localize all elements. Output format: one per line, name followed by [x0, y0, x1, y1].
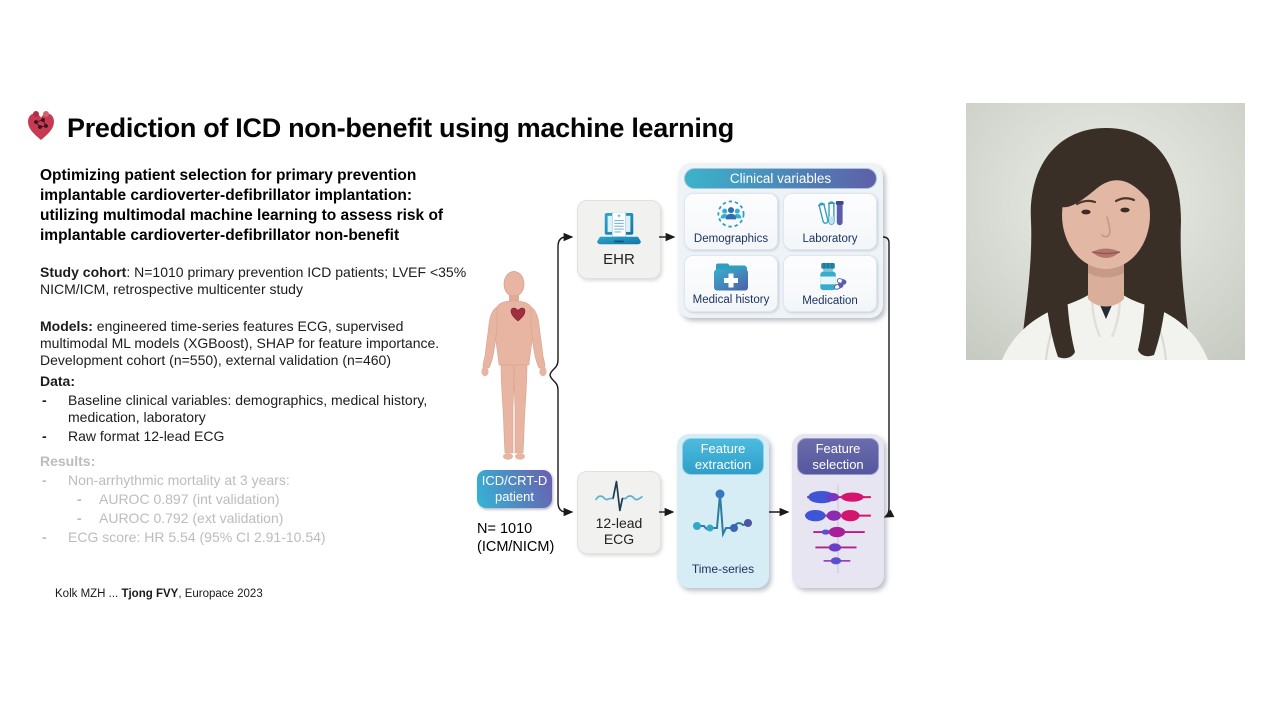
- slide-text-column: Optimizing patient selection for primary…: [40, 166, 470, 548]
- cohort-size-label: N= 1010 (ICM/NICM): [477, 520, 554, 556]
- bullet-dash: -: [77, 510, 82, 526]
- study-cohort-text: Study cohort: N=1010 primary prevention …: [40, 264, 470, 298]
- ehr-box: EHR: [577, 200, 661, 279]
- flow-arrows: [549, 232, 895, 518]
- paper-title-text: Optimizing patient selection for primary…: [40, 167, 444, 244]
- clinical-item-label: Demographics: [693, 232, 769, 245]
- patient-body-figure: [481, 271, 547, 460]
- results-bullet: - Non-arrhythmic mortality at 3 years:: [40, 472, 470, 489]
- heart-ml-icon: [28, 111, 54, 140]
- clinical-item-label: Medical history: [692, 294, 770, 306]
- clinical-variables-grid: Demographics Laboratory: [684, 193, 877, 312]
- time-series-icon: [693, 489, 752, 538]
- results-bullet: - ECG score: HR 5.54 (95% CI 2.91-10.54): [40, 529, 470, 546]
- ecg-label: 12-lead ECG: [596, 515, 643, 547]
- test-tubes-icon: [818, 200, 844, 225]
- ecg-label-line2: ECG: [603, 530, 635, 547]
- clinical-item-medical-history: Medical history: [684, 255, 778, 312]
- models-body: engineered time-series features ECG, sup…: [40, 318, 440, 368]
- results-bullet-text: ECG score: HR 5.54 (95% CI 2.91-10.54): [68, 529, 326, 545]
- ecg-waveform-icon: [595, 480, 643, 511]
- data-bullet: - Raw format 12-lead ECG: [40, 428, 470, 445]
- clinical-item-demographics: Demographics: [684, 193, 778, 250]
- cohort-subgroup: (ICM/NICM): [477, 539, 555, 555]
- feature-selection-panel: Feature selection: [792, 434, 884, 588]
- citation-prefix: Kolk MZH ...: [55, 588, 122, 600]
- results-heading: Results:: [40, 453, 96, 469]
- data-bullet-text: Raw format 12-lead ECG: [68, 428, 225, 444]
- feature-extraction-header: Feature extraction: [682, 438, 764, 475]
- results-sub-bullet: - AUROC 0.792 (ext validation): [75, 510, 470, 527]
- bullet-dash: -: [42, 529, 47, 545]
- results-sub-bullet: - AUROC 0.897 (int validation): [75, 491, 470, 508]
- clinical-item-label: Laboratory: [802, 232, 858, 245]
- citation-suffix: , Europace 2023: [178, 588, 263, 600]
- laptop-ehr-icon: [597, 211, 641, 244]
- patient-badge: ICD/CRT-D patient: [477, 470, 552, 508]
- results-bullet-text: Non-arrhythmic mortality at 3 years:: [68, 472, 290, 488]
- citation: Kolk MZH ... Tjong FVY, Europace 2023: [55, 588, 263, 600]
- patient-badge-line1: ICD/CRT-D: [481, 473, 548, 488]
- patient-split-bracket: [549, 236, 568, 513]
- ecg-box: 12-lead ECG: [577, 471, 661, 554]
- bullet-dash: -: [42, 392, 47, 408]
- arrow-clinical-to-selection: [882, 236, 895, 518]
- study-cohort-body: : N=1010 primary prevention ICD patients…: [40, 264, 467, 297]
- clinical-item-label: Medication: [802, 294, 858, 307]
- results-sub-bullet-text: AUROC 0.897 (int validation): [99, 491, 280, 507]
- models-label: Models:: [40, 318, 93, 334]
- feature-extraction-panel: Feature extraction Time-series: [677, 434, 769, 588]
- models-text: Models: engineered time-series features …: [40, 318, 470, 369]
- study-cohort-label: Study cohort: [40, 264, 127, 280]
- cohort-n: N= 1010: [477, 521, 533, 537]
- page-title: Prediction of ICD non-benefit using mach…: [67, 113, 734, 143]
- ecg-label-line1: 12-lead: [595, 514, 643, 531]
- webcam-video: [966, 103, 1245, 360]
- data-bullet: - Baseline clinical variables: demograph…: [40, 392, 470, 426]
- clinical-item-laboratory: Laboratory: [783, 193, 877, 250]
- population-icon: [717, 200, 745, 228]
- shap-beeswarm-icon: [805, 484, 871, 574]
- data-bullet-text: Baseline clinical variables: demographic…: [68, 392, 428, 425]
- ehr-label: EHR: [603, 250, 635, 268]
- heart-icon: [510, 307, 526, 322]
- bullet-dash: -: [77, 491, 82, 507]
- results-sub-bullet-text: AUROC 0.792 (ext validation): [99, 510, 284, 526]
- results-section: Results: - Non-arrhythmic mortality at 3…: [40, 453, 470, 546]
- feature-selection-header: Feature selection: [797, 438, 879, 475]
- time-series-label: Time-series: [691, 562, 755, 576]
- clinical-variables-header: Clinical variables: [684, 168, 877, 189]
- bullet-dash: -: [42, 472, 47, 488]
- medical-folder-icon: [714, 263, 748, 291]
- citation-author: Tjong FVY: [121, 588, 179, 600]
- clinical-variables-panel: Clinical variables Demographics: [678, 163, 883, 318]
- clinical-item-medication: Medication: [783, 255, 877, 312]
- bullet-dash: -: [42, 428, 47, 444]
- presenter-avatar: [966, 103, 1245, 360]
- data-heading: Data:: [40, 373, 76, 389]
- patient-badge-line2: patient: [494, 489, 535, 504]
- pill-bottle-icon: [820, 262, 847, 290]
